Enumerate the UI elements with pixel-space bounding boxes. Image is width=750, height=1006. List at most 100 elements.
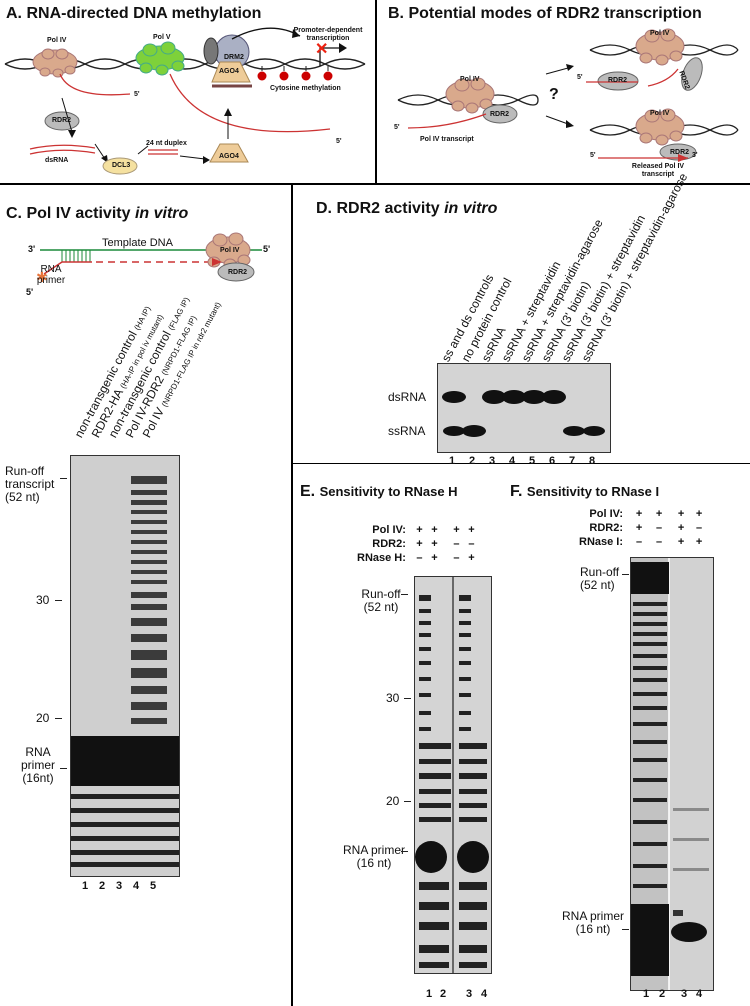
b-rdr2d: RDR2	[670, 149, 690, 156]
f-lane-num-4: 4	[696, 988, 703, 1000]
a-ago4b-label: AGO4	[219, 153, 239, 160]
a-ago4-label: AGO4	[219, 68, 239, 75]
panel-c-title-text: Pol IV activity	[26, 205, 131, 222]
divider-cd	[291, 185, 293, 1006]
f-header-row: Pol IV:++++	[578, 507, 708, 521]
panel-a-title: A. RNA-directed DNA methylation	[6, 5, 261, 23]
c-three: 3'	[28, 244, 36, 254]
c-marker-20: 20	[36, 711, 50, 725]
f-hdr-val: +	[677, 508, 685, 520]
panel-e-title: E. Sensitivity to RNase H	[300, 483, 458, 501]
f-hdr-val: +	[655, 508, 663, 520]
e-hdr-val: +	[431, 552, 438, 564]
b-released: Released Pol IV transcript	[631, 163, 685, 178]
b-transcript: Pol IV transcript	[420, 136, 474, 143]
d-lane-num-5: 5	[529, 455, 536, 467]
f-hdr-val: +	[677, 522, 685, 534]
c-lane-num-5: 5	[150, 880, 157, 892]
e-hdr-label: Pol IV:	[372, 524, 406, 536]
f-hdr-val: +	[635, 522, 643, 534]
d-row-dsrna: dsRNA	[388, 390, 427, 404]
e-lane-num-1: 1	[426, 988, 433, 1000]
f-gel	[630, 557, 714, 991]
d-lane-num-4: 4	[509, 455, 516, 467]
a-dcl3-label: DCL3	[112, 162, 131, 169]
b-rdr2a: RDR2	[490, 111, 510, 118]
b-pol4b: Pol IV	[650, 30, 670, 37]
panel-f-title-text: Sensitivity to RNase I	[526, 484, 660, 499]
f-hdr-val: +	[635, 508, 643, 520]
f-header-table: Pol IV:++++ RDR2:+–+– RNase I:––++	[578, 507, 708, 549]
b-three-c: 3'	[692, 152, 698, 159]
f-hdr-val: +	[695, 508, 703, 520]
c-tick-primer	[60, 768, 67, 769]
d-lane-num-6: 6	[549, 455, 556, 467]
f-hdr-val: –	[635, 536, 643, 548]
panel-d-title-italic: in vitro	[444, 200, 498, 217]
f-lane-num-2: 2	[659, 988, 666, 1000]
e-hdr-label: RNase H:	[357, 552, 406, 564]
d-lane-label-7: ssRNA (3' biotin) + streptavidin	[558, 212, 649, 364]
e-marker-30: 30	[386, 691, 400, 705]
panel-e-title-text: Sensitivity to RNase H	[319, 484, 458, 499]
svg-text:✱: ✱	[36, 269, 48, 285]
b-rdr2b: RDR2	[608, 77, 628, 84]
panel-f-letter: F.	[510, 483, 523, 500]
f-tick-primer	[622, 929, 629, 930]
panel-d-title: D. RDR2 activity in vitro	[316, 200, 497, 218]
c-gel-bands	[71, 456, 179, 876]
e-header-row: RNase H:–+–+	[356, 551, 479, 565]
f-marker-runoff: Run-off (52 nt)	[580, 565, 620, 592]
e-hdr-val: +	[431, 538, 438, 550]
e-tick-30	[404, 698, 411, 699]
d-lane-num-8: 8	[589, 455, 596, 467]
a-five1: 5'	[134, 91, 140, 98]
c-tick-20	[55, 718, 62, 719]
e-marker-20: 20	[386, 794, 400, 808]
f-hdr-label: RNase I:	[579, 536, 624, 548]
e-header-table: Pol IV:++++ RDR2:++–– RNase H:–+–+	[356, 523, 479, 565]
a-promoter-label: Promoter-dependent transcription	[293, 27, 363, 42]
f-hdr-val: +	[695, 536, 703, 548]
divider-top	[0, 183, 750, 185]
b-five-b: 5'	[577, 74, 583, 81]
c-template: Template DNA	[102, 237, 173, 249]
f-hdr-label: RDR2:	[589, 522, 624, 534]
b-five-c: 5'	[590, 152, 596, 159]
panel-b-diagram	[397, 28, 739, 162]
d-row-ssrna: ssRNA	[388, 424, 426, 438]
c-lane-num-1: 1	[82, 880, 89, 892]
a-five2: 5'	[336, 138, 342, 145]
c-lane-num-2: 2	[99, 880, 106, 892]
e-hdr-val: –	[453, 538, 460, 550]
panel-a-letter: A.	[6, 5, 22, 22]
f-hdr-val: –	[695, 522, 703, 534]
a-duplex-label: 24 nt duplex	[146, 140, 187, 147]
panel-d-letter: D.	[316, 200, 332, 217]
f-header-row: RDR2:+–+–	[578, 521, 708, 535]
e-hdr-val: +	[416, 524, 423, 536]
a-pol4-label: Pol IV	[47, 37, 67, 44]
e-hdr-val: –	[453, 552, 460, 564]
a-pol5-label: Pol V	[153, 34, 171, 41]
panel-b-title-text: Potential modes of RDR2 transcription	[408, 5, 702, 22]
c-marker-primer: RNA primer (16nt)	[20, 745, 55, 785]
panel-b-title: B. Potential modes of RDR2 transcription	[388, 5, 702, 23]
a-drm2-label: DRM2	[224, 54, 244, 61]
e-hdr-val: +	[468, 552, 475, 564]
f-tick-runoff	[622, 574, 629, 575]
f-hdr-val: –	[655, 536, 663, 548]
svg-text:✕: ✕	[315, 41, 328, 58]
c-marker-30: 30	[36, 593, 50, 607]
c-five2: 5'	[26, 287, 34, 297]
b-pol4c: Pol IV	[650, 110, 670, 117]
d-lane-num-2: 2	[469, 455, 476, 467]
e-gel-bands	[415, 577, 491, 973]
e-header-row: Pol IV:++++	[356, 523, 479, 537]
panel-a-title-text: RNA-directed DNA methylation	[26, 5, 262, 22]
e-lane-num-3: 3	[466, 988, 473, 1000]
c-five: 5'	[263, 244, 271, 254]
panel-c-title-italic: in vitro	[134, 205, 189, 222]
f-gel-bands	[631, 558, 713, 990]
b-five: 5'	[394, 124, 400, 131]
